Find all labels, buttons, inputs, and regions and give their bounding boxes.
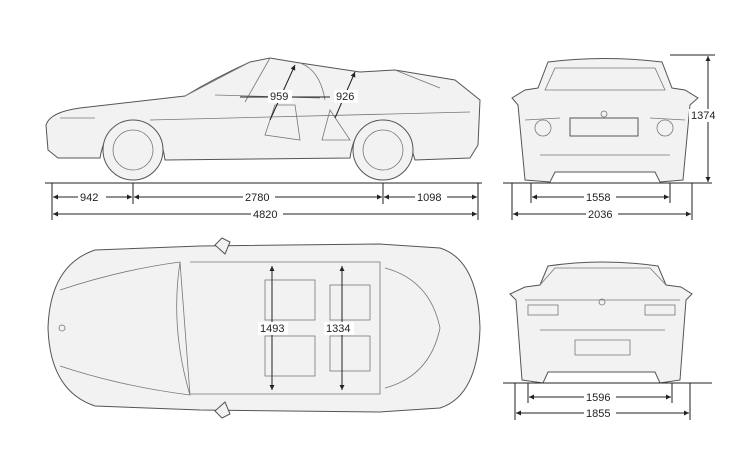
front-shoulder-width-label: 1493 bbox=[260, 323, 284, 335]
height-label: 1374 bbox=[691, 110, 715, 122]
width-label: 1855 bbox=[586, 408, 610, 420]
headroom-rear-label: 926 bbox=[336, 91, 354, 103]
rear-shoulder-width-label: 1334 bbox=[326, 323, 350, 335]
wheelbase-label: 2780 bbox=[245, 192, 269, 204]
front-view-car bbox=[511, 58, 699, 183]
front-wheel-side bbox=[102, 119, 164, 181]
side-view-car bbox=[45, 57, 481, 181]
overall-length-label: 4820 bbox=[253, 209, 277, 221]
rear-overhang-label: 1098 bbox=[417, 192, 441, 204]
rear-wheel-side bbox=[352, 119, 414, 181]
front-overhang-label: 942 bbox=[80, 192, 98, 204]
headroom-front-label: 959 bbox=[270, 91, 288, 103]
rear-view-car bbox=[509, 261, 693, 384]
front-track-label: 1558 bbox=[586, 192, 610, 204]
width-mirrors-label: 2036 bbox=[588, 209, 612, 221]
rear-track-label: 1596 bbox=[586, 392, 610, 404]
